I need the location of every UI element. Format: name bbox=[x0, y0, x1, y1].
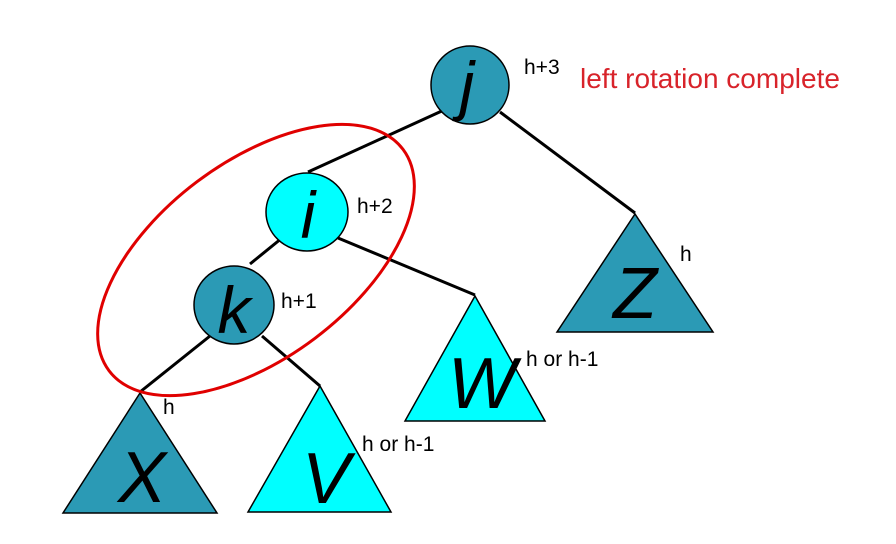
node-j-height-label: h+3 bbox=[524, 56, 560, 79]
node-j-circle bbox=[430, 45, 510, 125]
subtree-w-triangle bbox=[403, 294, 547, 422]
node-i-letter: i bbox=[301, 178, 318, 252]
subtree-z-letter: Z bbox=[611, 254, 659, 334]
subtree-x-letter: X bbox=[116, 438, 169, 518]
subtree-w-letter: W bbox=[448, 344, 522, 424]
status-caption: left rotation complete bbox=[580, 63, 840, 94]
edge-k-v bbox=[261, 334, 321, 388]
subtree-w-height-label: h or h-1 bbox=[526, 348, 598, 371]
edge-j-z bbox=[499, 110, 636, 215]
node-k-circle bbox=[193, 265, 275, 345]
node-i-circle bbox=[265, 172, 349, 252]
edge-k-x bbox=[139, 334, 211, 394]
subtree-z-height-label: h bbox=[680, 243, 692, 266]
edge-i-w bbox=[337, 236, 476, 297]
subtree-v-height-label: h or h-1 bbox=[362, 433, 434, 456]
edge-i-k bbox=[249, 236, 283, 266]
subtree-x-triangle bbox=[61, 391, 219, 514]
subtree-v-letter: V bbox=[302, 439, 356, 519]
node-k-letter: k bbox=[218, 273, 254, 347]
subtree-v-triangle bbox=[246, 384, 393, 513]
rotation-highlight-ellipse bbox=[96, 122, 416, 398]
subtree-z-triangle bbox=[555, 212, 715, 333]
node-i-height-label: h+2 bbox=[357, 195, 393, 218]
node-k-height-label: h+1 bbox=[281, 290, 317, 313]
subtree-x-height-label: h bbox=[163, 396, 175, 419]
edge-j-i bbox=[307, 108, 445, 174]
